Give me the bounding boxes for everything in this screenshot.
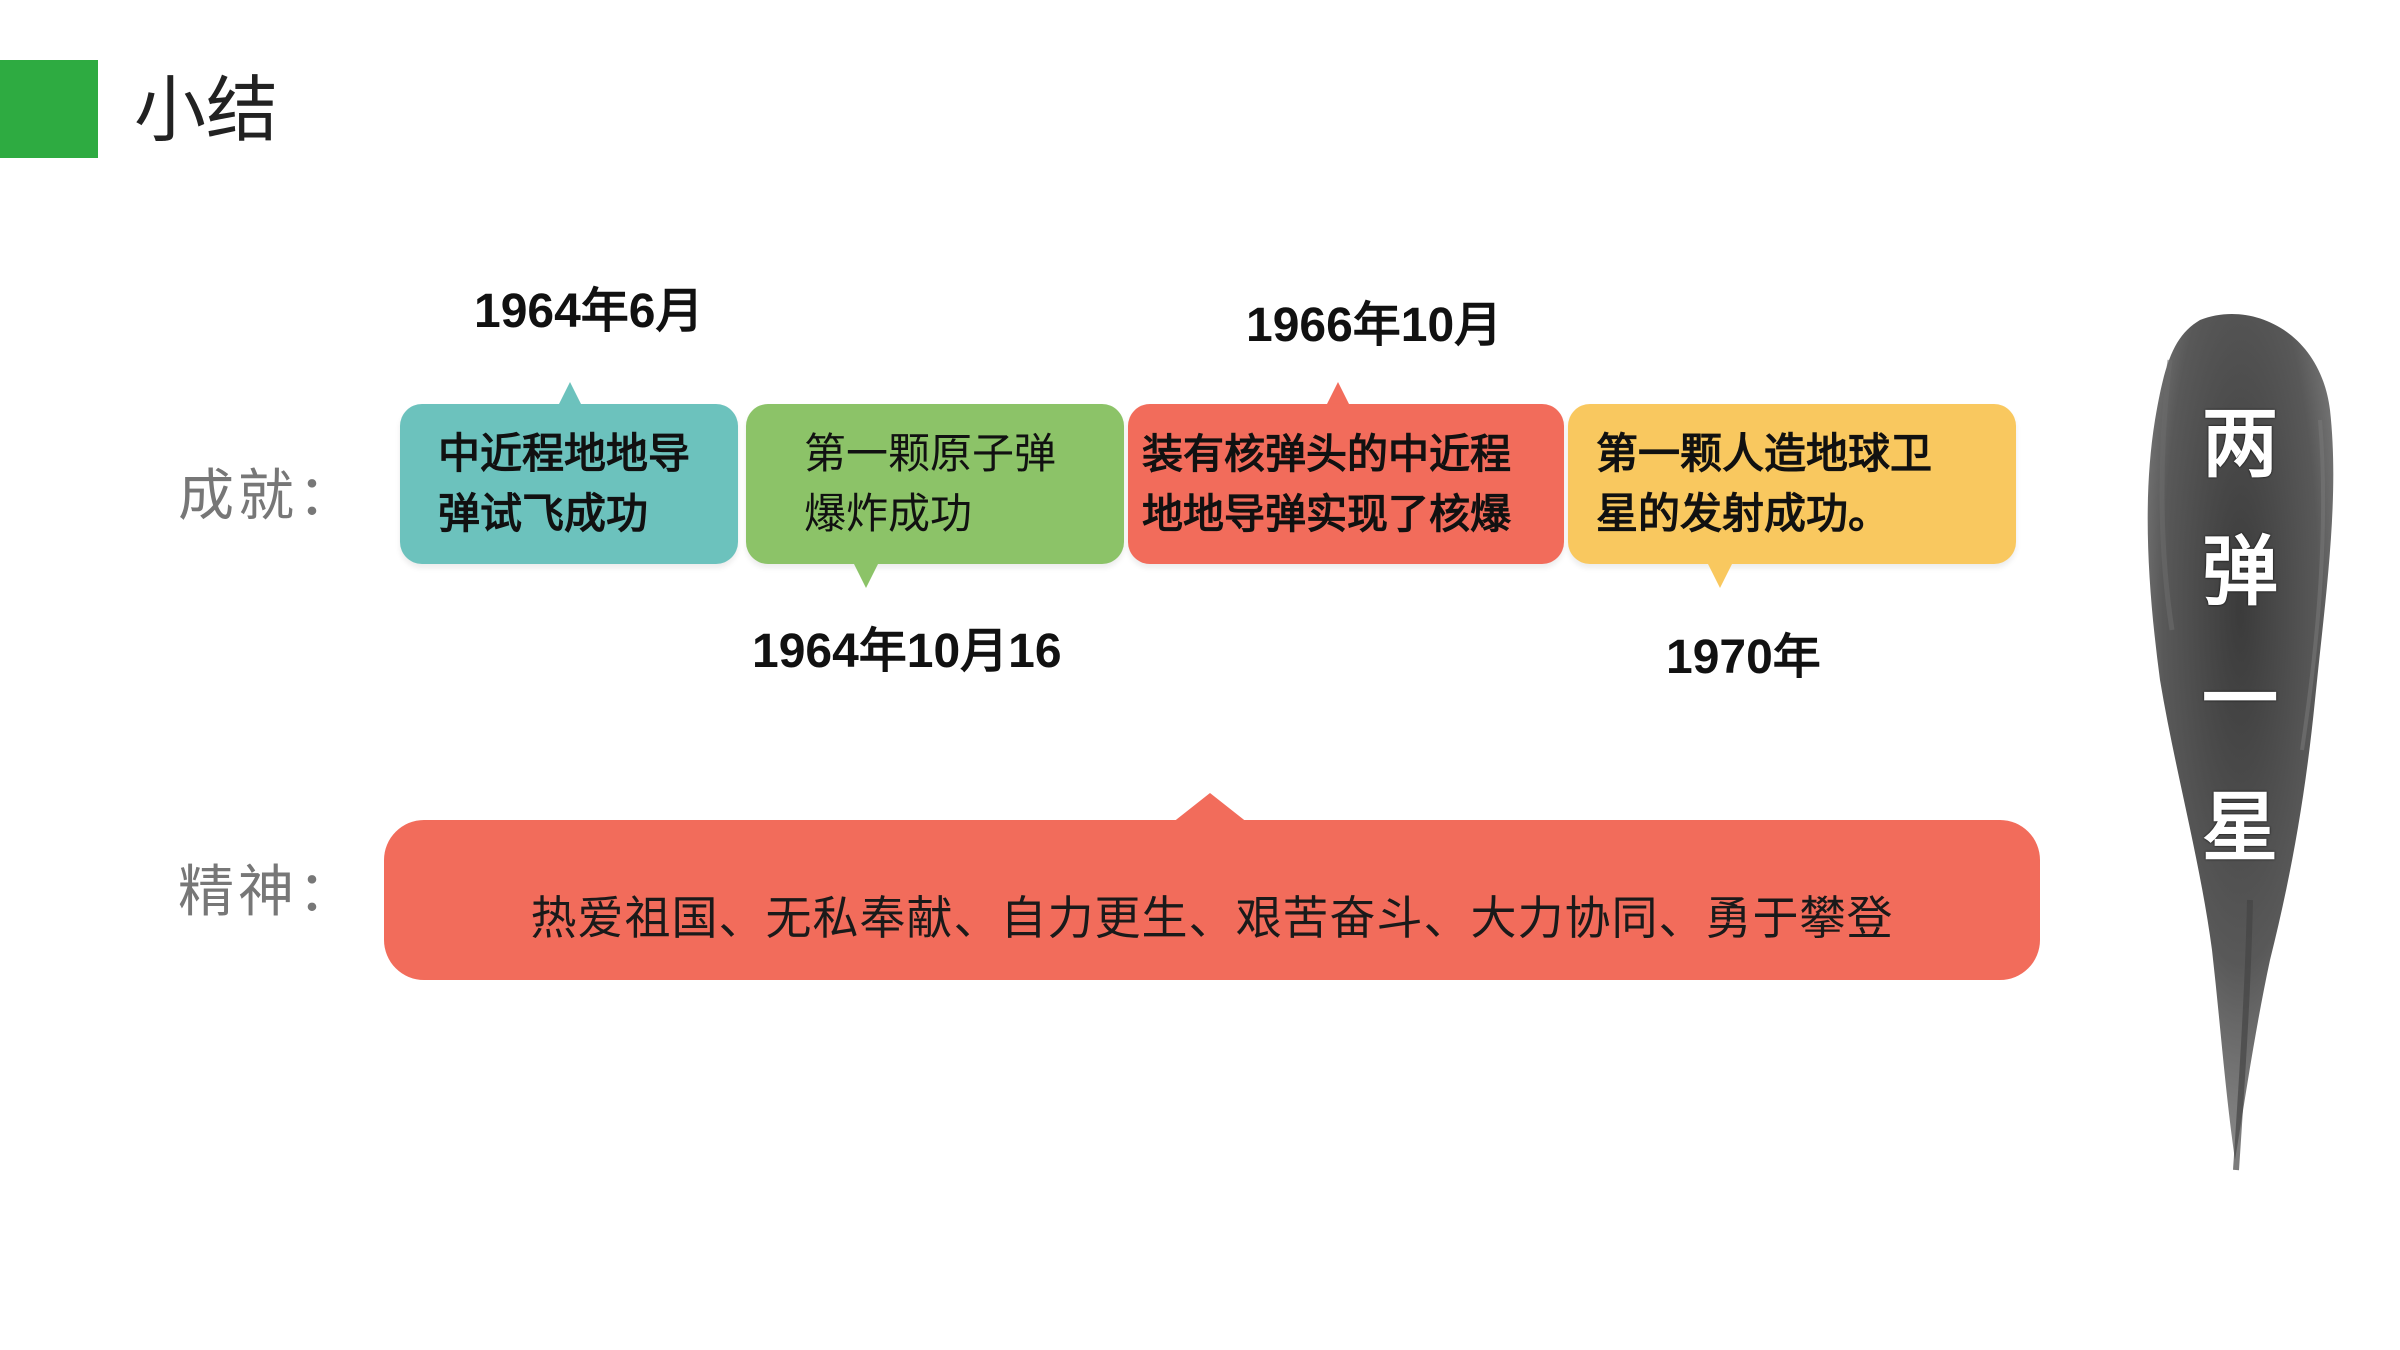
- spirit-label: 精神：: [178, 860, 358, 925]
- spirit-callout: 热爱祖国、无私奉献、自力更生、艰苦奋斗、大力协同、勇于攀登: [384, 820, 2040, 980]
- timeline-box-4: 第一颗人造地球卫 星的发射成功。: [1568, 404, 2016, 564]
- ink-brush-stroke: [2130, 300, 2350, 1180]
- box-3-pointer: [1326, 382, 1350, 406]
- timeline-box-3-text: 装有核弹头的中近程 地地导弹实现了核爆: [1142, 424, 1511, 544]
- box-3-line-1: 装有核弹头的中近程: [1142, 430, 1511, 478]
- box-1-pointer: [558, 382, 582, 406]
- spirit-text: 热爱祖国、无私奉献、自力更生、艰苦奋斗、大力协同、勇于攀登: [530, 891, 1894, 945]
- timeline-box-2-text: 第一颗原子弹 爆炸成功: [804, 424, 1056, 544]
- ink-brush-icon: [2147, 314, 2334, 1171]
- box-4-pointer: [1708, 564, 1732, 588]
- box-2-line-1: 第一颗原子弹: [804, 429, 1057, 478]
- box-1-line-1: 中近程地地导: [438, 429, 691, 478]
- box-4-line-2: 星的发射成功。: [1596, 489, 1891, 538]
- page-title: 小结: [134, 68, 279, 152]
- box-3-line-2: 地地导弹实现了核爆: [1142, 490, 1511, 538]
- timeline-box-1-text: 中近程地地导 弹试飞成功: [438, 424, 690, 544]
- timeline-box-2: 第一颗原子弹 爆炸成功: [746, 404, 1124, 564]
- brush-char-1: 两: [2202, 399, 2278, 488]
- date-4: 1970年: [1666, 631, 1821, 684]
- date-3: 1966年10月: [1246, 299, 1503, 352]
- brush-char-3: 一: [2202, 655, 2278, 744]
- box-2-line-2: 爆炸成功: [804, 489, 973, 538]
- brush-title: 两 弹 一 星: [2180, 380, 2300, 892]
- box-2-pointer: [854, 564, 878, 588]
- brush-char-2: 弹: [2202, 527, 2278, 616]
- spirit-pointer: [1172, 793, 1248, 823]
- title-accent-block: [0, 60, 98, 158]
- achievements-label: 成就：: [178, 464, 358, 529]
- timeline-box-1: 中近程地地导 弹试飞成功: [400, 404, 738, 564]
- brush-char-4: 星: [2202, 783, 2278, 872]
- box-1-line-2: 弹试飞成功: [438, 489, 649, 538]
- timeline-box-4-text: 第一颗人造地球卫 星的发射成功。: [1596, 424, 1932, 544]
- timeline-box-3: 装有核弹头的中近程 地地导弹实现了核爆: [1128, 404, 1564, 564]
- box-4-line-1: 第一颗人造地球卫: [1596, 429, 1933, 478]
- date-1: 1964年6月: [474, 285, 704, 338]
- date-2: 1964年10月16: [752, 625, 1062, 678]
